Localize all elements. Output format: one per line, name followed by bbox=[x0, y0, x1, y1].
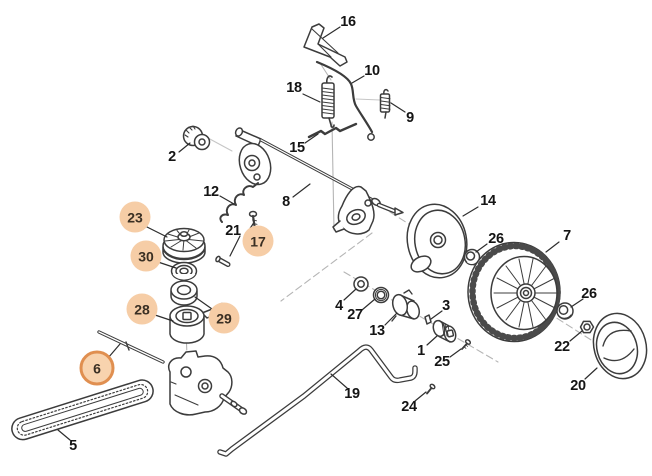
adjuster-gear-mechanism bbox=[332, 185, 375, 235]
callout-12-wire[interactable]: 12 bbox=[203, 184, 219, 200]
key-3 bbox=[424, 314, 432, 325]
bearing-27 bbox=[372, 286, 390, 304]
coupling-cup-2 bbox=[182, 125, 211, 151]
control-bar-19 bbox=[217, 344, 418, 457]
callout-2-cup[interactable]: 2 bbox=[168, 149, 176, 165]
callout-19-bar[interactable]: 19 bbox=[344, 386, 360, 402]
callout-13-drum[interactable]: 13 bbox=[369, 323, 385, 339]
tension-spring-9 bbox=[379, 88, 391, 119]
callout-30-washer-highlighted[interactable]: 30 bbox=[130, 240, 162, 272]
hex-nut-22 bbox=[579, 320, 595, 334]
callout-10-rod[interactable]: 10 bbox=[364, 63, 380, 79]
callout-3-key[interactable]: 3 bbox=[442, 298, 450, 314]
callout-26-bushing-right[interactable]: 26 bbox=[581, 286, 597, 302]
callout-15-rod[interactable]: 15 bbox=[289, 140, 305, 156]
link-rod-15 bbox=[307, 122, 358, 139]
callout-25-screw[interactable]: 25 bbox=[434, 354, 450, 370]
callout-28-housing-highlighted[interactable]: 28 bbox=[126, 293, 158, 325]
washer-4 bbox=[353, 276, 369, 292]
pinion-1 bbox=[432, 319, 457, 343]
callout-14-disc[interactable]: 14 bbox=[480, 193, 496, 209]
seal-washer-30 bbox=[170, 261, 198, 281]
callout-27-bearing[interactable]: 27 bbox=[347, 307, 363, 323]
tension-spring-18 bbox=[321, 75, 335, 129]
callout-5-belt[interactable]: 5 bbox=[69, 438, 77, 454]
mount-bracket-16 bbox=[303, 23, 348, 67]
callout-22-nut[interactable]: 22 bbox=[554, 339, 570, 355]
callout-21-screw[interactable]: 21 bbox=[225, 223, 241, 239]
pivot-plate-and-pin bbox=[234, 127, 272, 186]
clutch-housing-28 bbox=[169, 302, 228, 344]
callout-24-screw[interactable]: 24 bbox=[401, 399, 417, 415]
torsion-wire-12 bbox=[219, 182, 259, 223]
axle-rod-6 bbox=[97, 330, 165, 364]
leader-lines bbox=[57, 26, 598, 441]
screw-25 bbox=[461, 339, 472, 350]
pin-17 bbox=[215, 255, 231, 267]
bushing-26-right bbox=[556, 302, 574, 320]
callout-26-bushing-left[interactable]: 26 bbox=[488, 231, 504, 247]
hub-cap-20 bbox=[592, 312, 648, 380]
callout-20-hubcap[interactable]: 20 bbox=[570, 378, 586, 394]
brake-rod-10 bbox=[315, 60, 375, 141]
screw-24 bbox=[426, 383, 436, 395]
drive-pulley-23 bbox=[162, 227, 206, 264]
cover-disc-14 bbox=[406, 203, 468, 279]
wheel-7 bbox=[467, 241, 561, 343]
gearbox-housing bbox=[168, 350, 248, 416]
callout-4-washer[interactable]: 4 bbox=[335, 298, 343, 314]
callout-18-spring[interactable]: 18 bbox=[286, 80, 302, 96]
callout-6-axle-selected[interactable]: 6 bbox=[79, 350, 115, 386]
callout-1-pinion[interactable]: 1 bbox=[417, 343, 425, 359]
callout-29-bearing-highlighted[interactable]: 29 bbox=[208, 302, 240, 334]
callout-7-wheel[interactable]: 7 bbox=[563, 228, 571, 244]
v-belt-5 bbox=[11, 379, 154, 441]
callout-16-bracket[interactable]: 16 bbox=[340, 14, 356, 30]
callout-23-pulley-highlighted[interactable]: 23 bbox=[119, 201, 151, 233]
bushing-26-left bbox=[463, 248, 481, 266]
ratchet-drum-13 bbox=[391, 289, 420, 322]
ball-bearing-29 bbox=[170, 280, 198, 306]
callout-8-shaft[interactable]: 8 bbox=[282, 194, 290, 210]
callout-9-spring[interactable]: 9 bbox=[406, 110, 414, 126]
callout-17-pin-highlighted[interactable]: 17 bbox=[242, 225, 274, 257]
